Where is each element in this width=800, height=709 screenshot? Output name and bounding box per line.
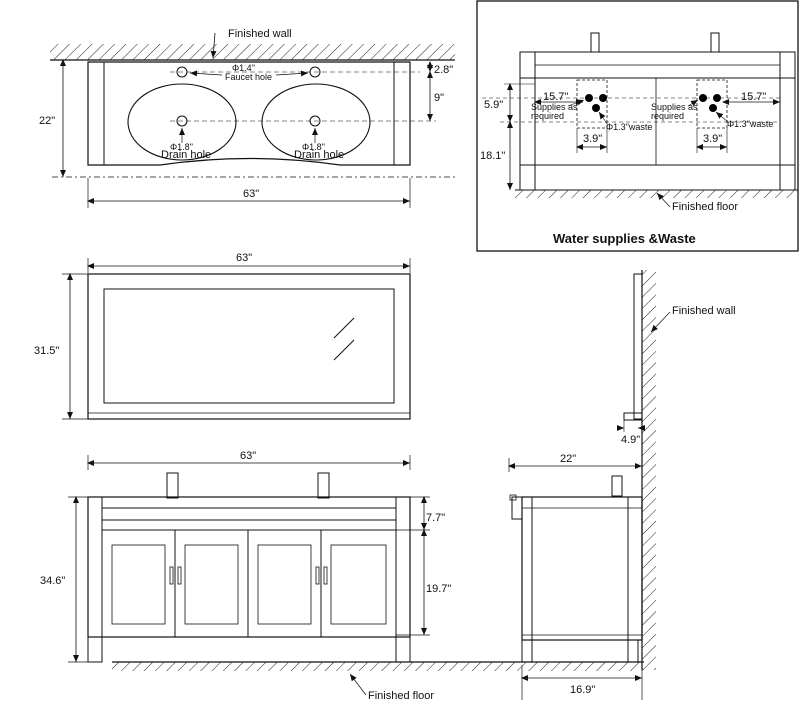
dim-63-front: 63": [240, 450, 256, 462]
supplies-right-line2: required: [651, 111, 684, 121]
faucet-hole-diameter: Φ1.4": [232, 63, 255, 73]
faucet-hole-label: Faucet hole: [225, 72, 272, 82]
right-basin: [261, 83, 371, 161]
water-supplies-panel: 15.7" 15.7" Supplies as required Supplie…: [476, 0, 799, 252]
cabinet-door: [101, 529, 176, 638]
vanity-front: [87, 496, 411, 638]
waste-dot: [592, 104, 600, 112]
front-view: Finished floor 63" 34.6" 7.7" 19.7": [40, 450, 644, 702]
waste-left-label: Φ1.3"waste: [606, 122, 652, 132]
dim-3-9-right: 3.9": [703, 133, 722, 145]
dim-16-9: 16.9": [570, 684, 595, 696]
dim-22-side: 22": [560, 453, 576, 465]
dim-5-9: 5.9": [484, 99, 503, 111]
mirror-frame: [87, 273, 411, 420]
faucet-front-left: [166, 472, 179, 499]
drain-right-diameter: Φ1.8": [302, 142, 325, 152]
dim-2-8: 2.8": [434, 64, 453, 76]
dim-7-7: 7.7": [426, 512, 445, 524]
left-basin: [127, 83, 237, 161]
dim-63-top: 63": [243, 188, 259, 200]
drain-left-label: Drain hole: [161, 149, 211, 161]
drain-left-diameter: Φ1.8": [170, 142, 193, 152]
dim-15-7-left: 15.7": [543, 91, 568, 103]
finished-floor-panel: Finished floor: [672, 201, 738, 213]
faucet-front-right: [317, 472, 330, 499]
door-handle: [315, 566, 320, 585]
dim-31-5: 31.5": [34, 345, 59, 357]
supplies-left-line2: required: [531, 111, 564, 121]
water-panel-title: Water supplies &Waste: [553, 231, 696, 246]
mirror-side-profile: [633, 273, 643, 420]
waste-dot: [709, 104, 717, 112]
dim-3-9-left: 3.9": [583, 133, 602, 145]
finished-wall-label: Finished wall: [228, 28, 292, 40]
cabinet-side: [521, 496, 643, 641]
drain-right-label: Drain hole: [294, 149, 344, 161]
finished-wall-side-label: Finished wall: [672, 305, 736, 317]
top-view: Finished wall Φ1.4" Faucet hole Φ1.8" Dr…: [39, 28, 455, 208]
supplies-right-line1: Supplies as: [651, 102, 698, 112]
waste-right-label: Φ1.3"waste: [727, 119, 773, 129]
dim-15-7-right: 15.7": [741, 91, 766, 103]
dim-34-6: 34.6": [40, 575, 65, 587]
mirror-view: 63" 31.5": [34, 252, 411, 420]
dim-4-9: 4.9": [621, 434, 640, 446]
door-handle: [169, 566, 174, 585]
dim-63-mirror: 63": [236, 252, 252, 264]
dim-19-7: 19.7": [426, 583, 451, 595]
dim-18-1: 18.1": [480, 150, 505, 162]
door-handle: [177, 566, 182, 585]
cabinet-door: [174, 529, 249, 638]
dim-22: 22": [39, 115, 55, 127]
cabinet-door: [247, 529, 322, 638]
side-view: Finished wall 4.9" 22" 16.9": [508, 270, 736, 700]
door-handle: [323, 566, 328, 585]
cabinet-door: [320, 529, 397, 638]
supplies-left-line1: Supplies as: [531, 102, 578, 112]
wall-hatch-top: [50, 44, 455, 60]
dim-9: 9": [434, 92, 444, 104]
mirror-glass: [103, 288, 395, 404]
finished-floor-front: Finished floor: [368, 690, 434, 702]
